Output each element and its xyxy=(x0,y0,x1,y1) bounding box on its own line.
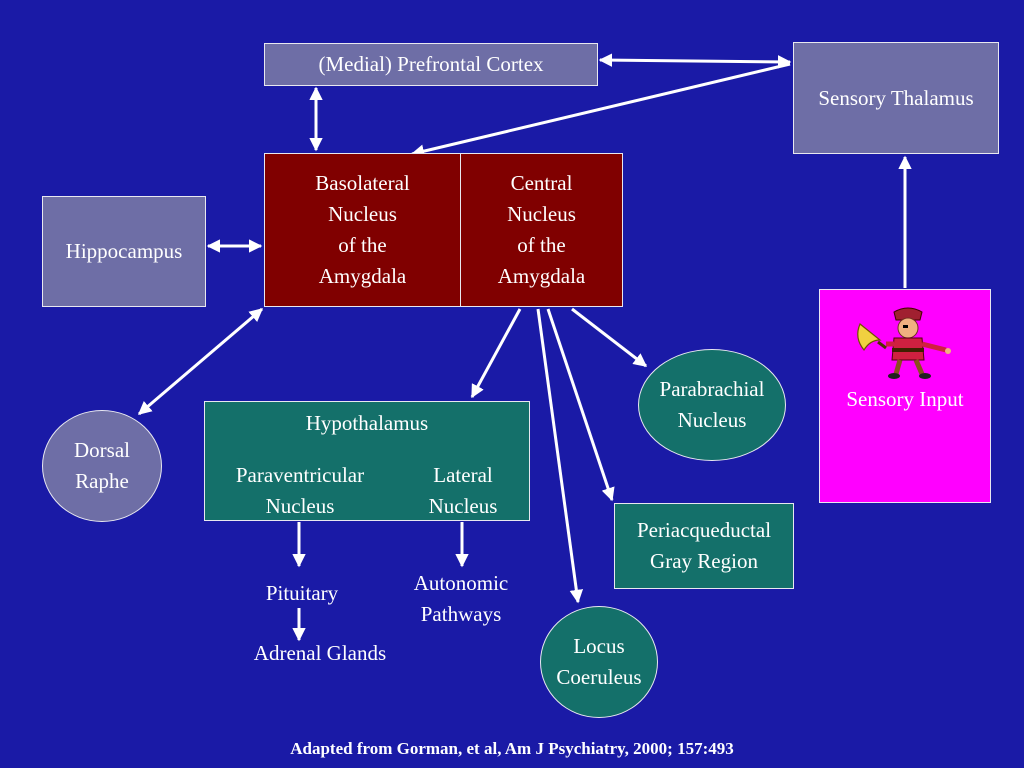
hypothalamus-title: Hypothalamus xyxy=(305,411,429,435)
periaqueductal-line-2: Gray Region xyxy=(650,549,758,573)
arrow-central-locus xyxy=(536,308,584,604)
autonomic-line-2: Pathways xyxy=(420,602,502,626)
basolateral-nucleus-box: Basolateral Nucleus of the Amygdala xyxy=(264,153,461,307)
basolateral-line-4: Amygdala xyxy=(318,264,407,288)
hippocampus-label: Hippocampus xyxy=(65,239,183,263)
central-line-1: Central xyxy=(510,171,573,195)
dorsal-raphe-oval: Dorsal Raphe xyxy=(42,410,162,522)
central-nucleus-box: Central Nucleus of the Amygdala xyxy=(460,153,623,307)
autonomic-line-1: Autonomic xyxy=(413,571,509,595)
basolateral-line-2: Nucleus xyxy=(328,202,397,226)
arrow-central-periaqueductal xyxy=(546,308,615,502)
dorsal-raphe-line-2: Raphe xyxy=(75,469,129,493)
arrow-central-parabrachial xyxy=(571,307,648,368)
sensory-input-box: Sensory Input xyxy=(819,289,991,503)
parabrachial-line-2: Nucleus xyxy=(677,408,747,432)
prefrontal-cortex-label: (Medial) Prefrontal Cortex xyxy=(318,52,544,76)
autonomic-pathways-label: Autonomic Pathways xyxy=(386,568,536,630)
locus-line-1: Locus xyxy=(573,634,625,658)
citation-footer: Adapted from Gorman, et al, Am J Psychia… xyxy=(290,739,734,758)
basolateral-line-3: of the xyxy=(338,233,387,257)
basolateral-line-1: Basolateral xyxy=(315,171,410,195)
pituitary-label: Pituitary xyxy=(265,581,339,605)
arrow-central-hypothalamus xyxy=(470,308,522,399)
periaqueductal-gray-box: Periacqueductal Gray Region xyxy=(614,503,794,589)
central-line-2: Nucleus xyxy=(507,202,576,226)
arrow-prefrontal-thalamus xyxy=(598,53,792,69)
central-line-3: of the xyxy=(517,233,566,257)
hippocampus-box: Hippocampus xyxy=(42,196,206,307)
dorsal-raphe-line-1: Dorsal xyxy=(74,438,130,462)
locus-line-2: Coeruleus xyxy=(556,665,642,689)
paraventricular-line-2: Nucleus xyxy=(265,494,335,518)
sensory-thalamus-label: Sensory Thalamus xyxy=(818,85,974,110)
periaqueductal-line-1: Periacqueductal xyxy=(636,518,772,542)
lateral-line-1: Lateral xyxy=(433,463,493,487)
pirate-cartoon-icon xyxy=(857,307,951,379)
arrow-basolateral-raphe xyxy=(137,307,264,416)
prefrontal-cortex-box: (Medial) Prefrontal Cortex xyxy=(264,43,598,86)
paraventricular-line-1: Paraventricular xyxy=(235,463,365,487)
arrow-thalamus-basolateral xyxy=(410,62,791,158)
sensory-thalamus-box: Sensory Thalamus xyxy=(793,42,999,154)
adrenal-glands-label: Adrenal Glands xyxy=(253,641,387,665)
locus-coeruleus-oval: Locus Coeruleus xyxy=(540,606,658,718)
sensory-input-label: Sensory Input xyxy=(846,387,964,411)
central-line-4: Amygdala xyxy=(497,264,586,288)
parabrachial-line-1: Parabrachial xyxy=(659,377,765,401)
hypothalamus-box: Hypothalamus Paraventricular Nucleus Lat… xyxy=(204,401,530,521)
parabrachial-nucleus-oval: Parabrachial Nucleus xyxy=(638,349,786,461)
lateral-line-2: Nucleus xyxy=(428,494,498,518)
